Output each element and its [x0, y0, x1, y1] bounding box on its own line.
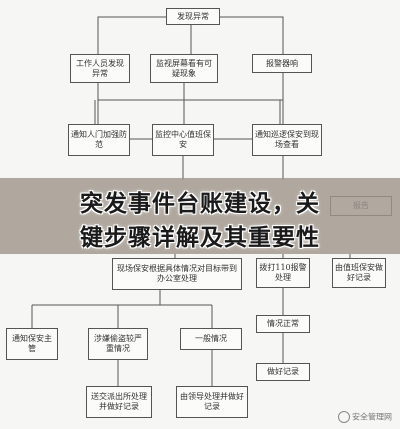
monitor-find-box: 监视屏幕看有可疑现象	[150, 54, 218, 83]
notify-guard-label: 通知人门加强防范	[71, 130, 127, 149]
keep-record-box: 做好记录	[256, 363, 310, 381]
serious-label: 涉嫌偷盗较严重情况	[94, 334, 142, 353]
escort-record-label: 送交派出所处理并做好记录	[91, 392, 147, 411]
wechat-icon	[338, 411, 350, 423]
notify-security-box: 通知保安主管	[6, 328, 58, 360]
title-banner: 突发事件台账建设，关 键步骤详解及其重要性	[0, 178, 400, 254]
escort-record-box: 送交派出所处理并做好记录	[86, 386, 152, 418]
monitor-center-label: 监控中心值班保安	[155, 130, 211, 149]
notify-patrol-label: 通知巡逻保安到现场查看	[255, 130, 319, 149]
duty-record-box: 由值班保安做好记录	[332, 258, 386, 288]
leader-record-box: 由领导处理并做好记录	[176, 386, 248, 418]
staff-report-box: 工作人员发现异常	[70, 54, 130, 83]
discover-box: 发现异常	[166, 8, 220, 25]
banner-title-line2: 键步骤详解及其重要性	[80, 225, 320, 251]
handle-target-box: 现场保安根据具体情况对目标带到办公室处理	[112, 258, 242, 290]
staff-report-label: 工作人员发现异常	[76, 58, 124, 78]
notify-guard-box: 通知人门加强防范	[68, 124, 130, 156]
report-110-box: 拨打110报警处理	[256, 258, 310, 288]
alarm-label: 报警器响	[266, 58, 298, 68]
watermark: 安全管理网	[338, 411, 392, 423]
general-label: 一般情况	[195, 334, 227, 343]
serious-box: 涉嫌偷盗较严重情况	[88, 328, 148, 360]
notify-patrol-box: 通知巡逻保安到现场查看	[252, 124, 322, 156]
keep-record-label: 做好记录	[267, 367, 299, 376]
alarm-box: 报警器响	[252, 54, 312, 73]
normal-box: 情况正常	[256, 315, 310, 333]
monitor-center-box: 监控中心值班保安	[152, 124, 214, 156]
discover-label: 发现异常	[177, 11, 209, 21]
general-box: 一般情况	[180, 328, 242, 350]
banner-title-line1: 突发事件台账建设，关	[80, 191, 320, 217]
report-110-label: 拨打110报警处理	[259, 263, 307, 282]
leader-record-label: 由领导处理并做好记录	[180, 392, 244, 411]
watermark-text: 安全管理网	[352, 412, 392, 422]
monitor-find-label: 监视屏幕看有可疑现象	[156, 58, 212, 78]
handle-target-label: 现场保安根据具体情况对目标带到办公室处理	[117, 264, 237, 283]
notify-security-label: 通知保安主管	[12, 334, 52, 353]
normal-label: 情况正常	[267, 319, 299, 328]
duty-record-label: 由值班保安做好记录	[335, 263, 383, 282]
